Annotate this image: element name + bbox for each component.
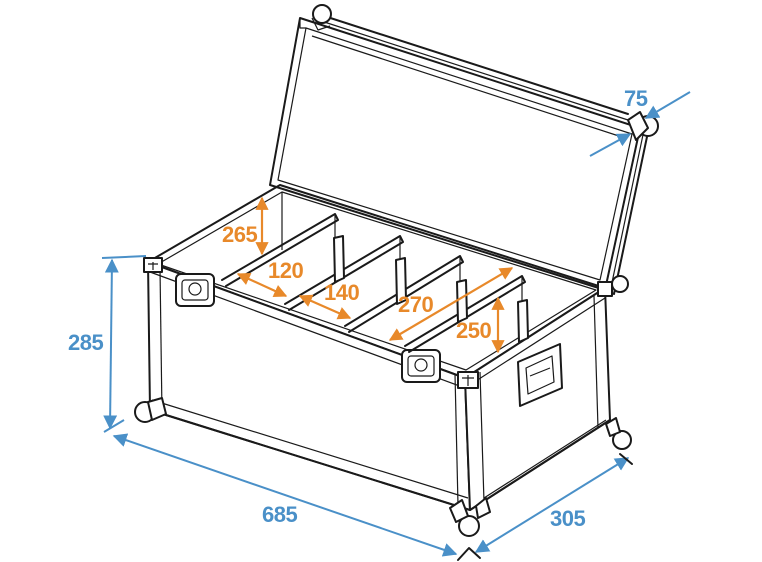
- dimension-label-inner-height-left: 265: [222, 222, 258, 247]
- dimension-label-inner-depth: 270: [398, 292, 434, 317]
- ball-corner-bottom-right: [605, 417, 632, 450]
- dimension-label-compartment-1: 120: [268, 258, 304, 283]
- corner-bracket-top-front-right: [457, 371, 479, 389]
- butterfly-latch-right: [401, 349, 441, 383]
- corner-bracket-top-left: [143, 257, 163, 273]
- dimension-label-length: 685: [262, 502, 298, 527]
- dimension-label-lid-depth: 75: [624, 86, 648, 111]
- lid-corner-bottom-right: [611, 275, 629, 293]
- dimension-label-compartment-2: 140: [324, 280, 360, 305]
- inner-dimension-lines: [236, 196, 514, 354]
- dimension-label-width: 305: [550, 506, 586, 531]
- corner-bracket-top-back-right: [597, 281, 613, 297]
- side-handle: [517, 343, 563, 407]
- lid-corner-top-right: [627, 111, 659, 141]
- outer-dimension-lines: [101, 91, 691, 561]
- ball-corner-bottom-left: [134, 397, 167, 423]
- dimension-label-height: 285: [68, 330, 104, 355]
- butterfly-latch-left: [175, 273, 215, 307]
- dimension-label-inner-height-right: 250: [456, 318, 492, 343]
- lid-corner-top-left: [311, 4, 332, 31]
- case-lid: [269, 13, 649, 295]
